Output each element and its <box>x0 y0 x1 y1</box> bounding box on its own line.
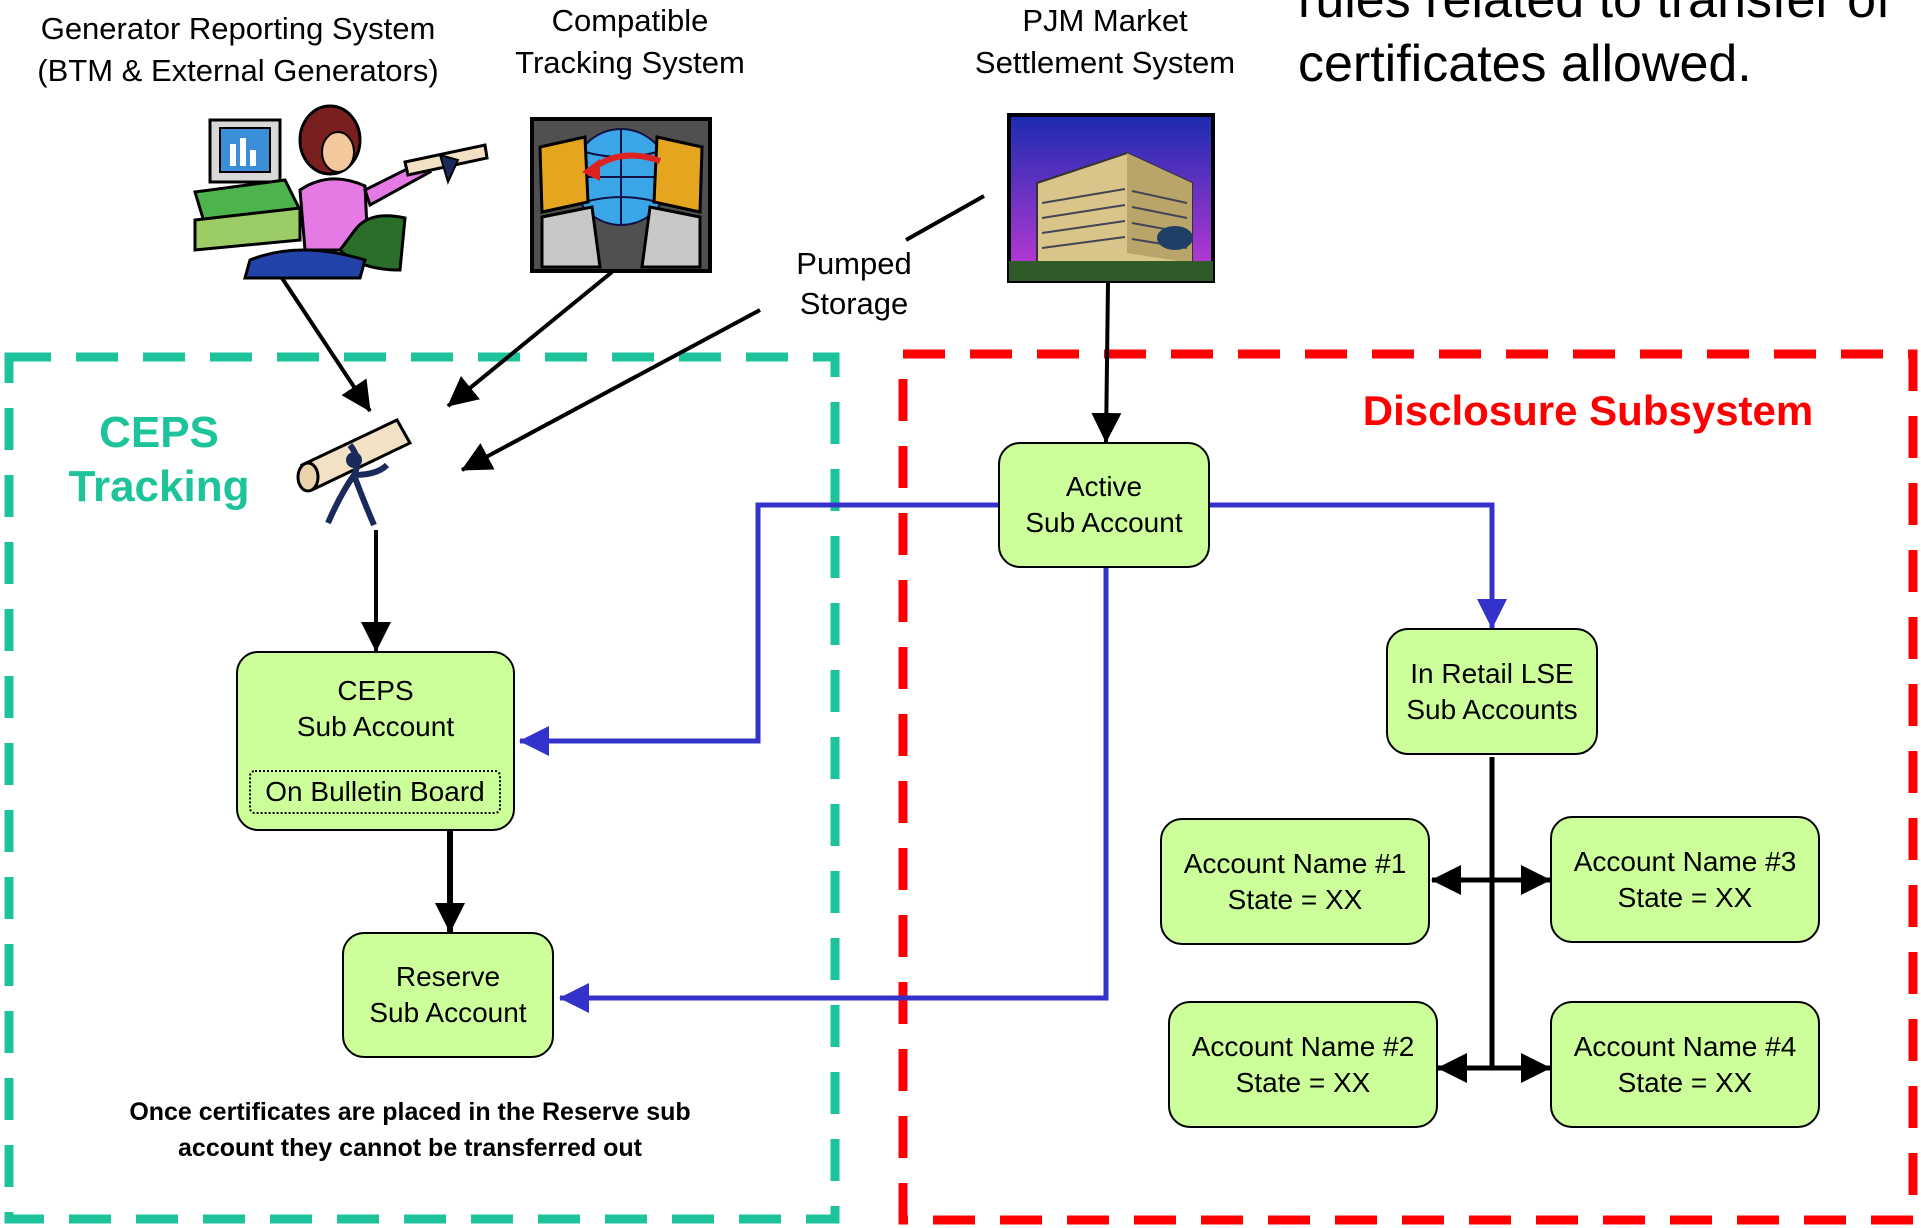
account-name-1-box[interactable]: Account Name #1 State = XX <box>1160 818 1430 945</box>
acct2-line1: Account Name #2 <box>1191 1030 1415 1062</box>
disclosure-region <box>898 349 1918 1225</box>
person-at-computer-icon <box>193 104 489 280</box>
flow-active-to-ceps <box>519 502 998 756</box>
transfer-rules-line1: rules related to transfer of <box>1298 0 1891 29</box>
office-building-icon <box>1007 113 1215 283</box>
flow-active-to-retail <box>1210 502 1507 629</box>
acct4-line2: State = XX <box>1617 1066 1753 1098</box>
ceps-tracking-region <box>4 352 840 1224</box>
pumped-storage-line1: Pumped <box>796 246 912 281</box>
arrow-settlement-to-active <box>1091 281 1122 443</box>
reserve-note-line1: Once certificates are placed in the Rese… <box>129 1098 691 1126</box>
generator-reporting-line1: Generator Reporting System <box>40 11 436 46</box>
certificate-scroll-icon <box>296 418 413 527</box>
active-box-line1: Active <box>1065 471 1143 502</box>
arrow-tracking-to-certificate <box>446 270 614 408</box>
reserve-transfer-note: Once certificates are placed in the Rese… <box>60 1094 760 1166</box>
acct1-line1: Account Name #1 <box>1183 847 1407 879</box>
active-box-line2: Sub Account <box>1025 507 1183 538</box>
ceps-box-line2: Sub Account <box>296 711 455 742</box>
compatible-tracking-line1: Compatible <box>551 3 709 38</box>
ceps-tracking-title: CEPS Tracking <box>46 406 272 514</box>
account-name-4-box[interactable]: Account Name #4 State = XX <box>1550 1001 1820 1128</box>
arrow-pumped-to-certificate <box>461 308 761 472</box>
generator-reporting-line2: (BTM & External Generators) <box>37 53 439 88</box>
pjm-settlement-line1: PJM Market <box>1022 3 1188 38</box>
arrow-generator-to-certificate <box>276 270 372 413</box>
computers-exchange-icon <box>530 117 712 273</box>
pumped-storage-pointer <box>905 194 985 242</box>
ceps-tracking-title-line1: CEPS <box>99 408 219 457</box>
pjm-settlement-label: PJM Market Settlement System <box>950 0 1260 84</box>
acct1-line2: State = XX <box>1227 883 1363 915</box>
pumped-storage-label: Pumped Storage <box>764 244 944 324</box>
reserve-sub-account-box[interactable]: Reserve Sub Account <box>342 932 554 1058</box>
pumped-storage-line2: Storage <box>799 286 909 321</box>
reserve-box-line2: Sub Account <box>369 997 527 1028</box>
on-bulletin-board-label[interactable]: On Bulletin Board <box>249 770 501 814</box>
compatible-tracking-line2: Tracking System <box>515 45 745 80</box>
transfer-rules-note: rules related to transfer of certificate… <box>1298 0 1918 96</box>
acct2-line2: State = XX <box>1235 1066 1371 1098</box>
flow-active-to-reserve <box>559 568 1109 1013</box>
generator-reporting-label: Generator Reporting System (BTM & Extern… <box>18 8 458 92</box>
acct3-line2: State = XX <box>1617 881 1753 913</box>
retail-box-line2: Sub Accounts <box>1406 693 1578 725</box>
compatible-tracking-label: Compatible Tracking System <box>480 0 780 84</box>
acct4-line1: Account Name #4 <box>1573 1030 1797 1062</box>
disclosure-subsystem-title: Disclosure Subsystem <box>1362 387 1814 434</box>
acct3-line1: Account Name #3 <box>1573 845 1797 877</box>
retail-box-line1: In Retail LSE <box>1410 657 1574 689</box>
pjm-settlement-line2: Settlement System <box>974 45 1236 80</box>
ceps-box-line1: CEPS <box>337 675 414 706</box>
retail-lse-sub-accounts-box[interactable]: In Retail LSE Sub Accounts <box>1386 628 1598 755</box>
ceps-tracking-title-line2: Tracking <box>68 462 250 511</box>
account-name-2-box[interactable]: Account Name #2 State = XX <box>1168 1001 1438 1128</box>
reserve-box-line1: Reserve <box>395 961 501 992</box>
reserve-note-line2: account they cannot be transferred out <box>178 1134 642 1162</box>
account-name-3-box[interactable]: Account Name #3 State = XX <box>1550 816 1820 943</box>
active-sub-account-box[interactable]: Active Sub Account <box>998 442 1210 568</box>
transfer-rules-line2: certificates allowed. <box>1298 35 1752 93</box>
